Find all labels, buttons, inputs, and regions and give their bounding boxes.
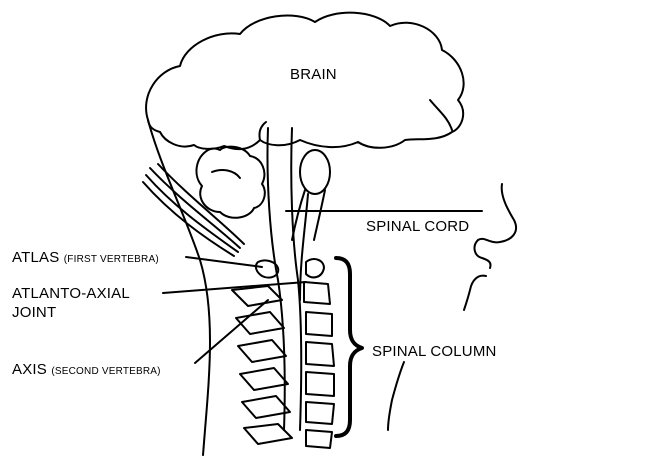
spinal-column-label: SPINAL COLUMN xyxy=(372,343,497,361)
brain-label: BRAIN xyxy=(290,66,337,84)
atlas-label-note: (FIRST VERTEBRA) xyxy=(64,254,159,265)
spinal-column-bracket xyxy=(336,258,362,436)
neck-muscle-4 xyxy=(158,164,244,244)
atlas-label: ATLAS (FIRST VERTEBRA) xyxy=(12,249,159,269)
atlanto-axial-label-line1: ATLANTO-AXIAL xyxy=(12,285,130,303)
back-of-neck xyxy=(148,120,210,455)
atlanto-axial-label-line2: JOINT xyxy=(12,304,56,322)
atlas-leader xyxy=(186,257,262,267)
atlas-front xyxy=(306,259,324,277)
cerebellum xyxy=(196,147,264,218)
neck-muscle-1 xyxy=(150,168,240,248)
brainstem-neck-2 xyxy=(314,190,325,240)
atlas-vertebra xyxy=(256,260,278,277)
brain-fold-2 xyxy=(259,122,266,140)
chin xyxy=(464,276,486,310)
face-profile xyxy=(475,184,517,268)
axis-label: AXIS (SECOND VERTEBRA) xyxy=(12,361,161,381)
cerebellum-fold xyxy=(212,170,240,178)
atlas-label-main: ATLAS xyxy=(12,249,59,266)
axis-label-main: AXIS xyxy=(12,361,47,378)
axis-leader xyxy=(195,300,268,363)
brainstem-neck xyxy=(292,190,305,240)
throat xyxy=(388,362,404,430)
brain-fold-1 xyxy=(430,100,452,130)
spinal-cord-label: SPINAL CORD xyxy=(366,218,469,236)
axis-label-note: (SECOND VERTEBRA) xyxy=(51,366,160,377)
vertebrae xyxy=(232,282,334,448)
brainstem-bulb xyxy=(300,150,330,194)
